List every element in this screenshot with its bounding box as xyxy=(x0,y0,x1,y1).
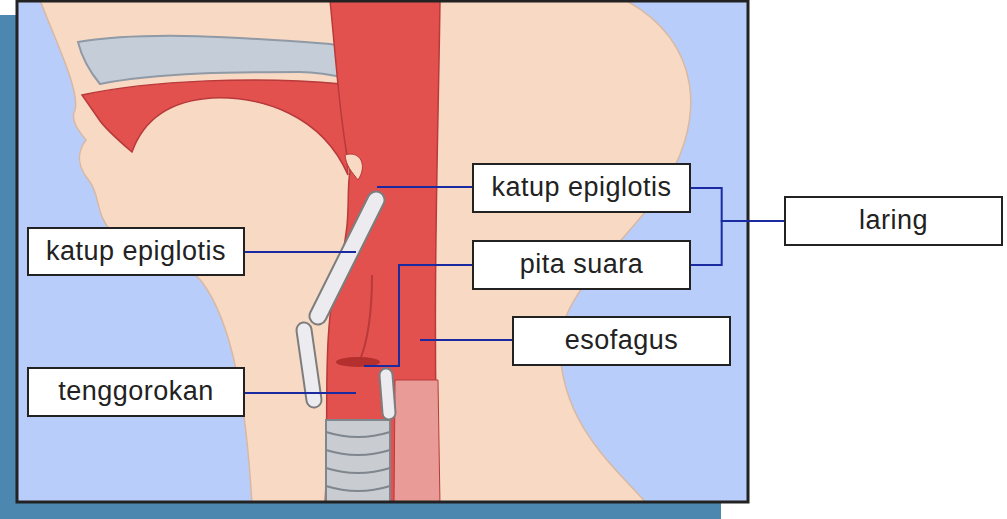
label-box: tenggorokan xyxy=(27,367,245,417)
label-box: laring xyxy=(784,196,1003,246)
label-box: esofagus xyxy=(512,316,731,366)
label-text: laring xyxy=(859,206,928,236)
leader-line xyxy=(420,339,512,341)
label-text: katup epiglotis xyxy=(46,237,226,267)
uvula xyxy=(345,154,362,180)
trachea xyxy=(326,420,390,501)
label-box: katup epiglotis xyxy=(472,163,691,213)
label-box: pita suara xyxy=(472,240,691,290)
leader-line xyxy=(364,265,472,366)
leader-line xyxy=(377,186,472,188)
epiglottis-flaps xyxy=(304,200,389,413)
leader-line xyxy=(245,392,356,394)
esophagus-tube xyxy=(394,380,440,501)
leader-lines xyxy=(245,187,512,393)
label-text: pita suara xyxy=(520,250,644,280)
label-box: katup epiglotis xyxy=(27,227,245,276)
label-text: tenggorokan xyxy=(58,377,214,407)
label-text: esofagus xyxy=(565,326,679,356)
leader-line xyxy=(245,251,356,253)
throat-fold xyxy=(360,275,372,360)
anatomy-drawing xyxy=(40,2,691,501)
bracket-connector xyxy=(691,188,784,221)
mouth-cavity xyxy=(82,80,348,175)
bracket-connector xyxy=(691,221,784,265)
label-text: katup epiglotis xyxy=(491,173,671,203)
frame-border xyxy=(17,1,748,502)
